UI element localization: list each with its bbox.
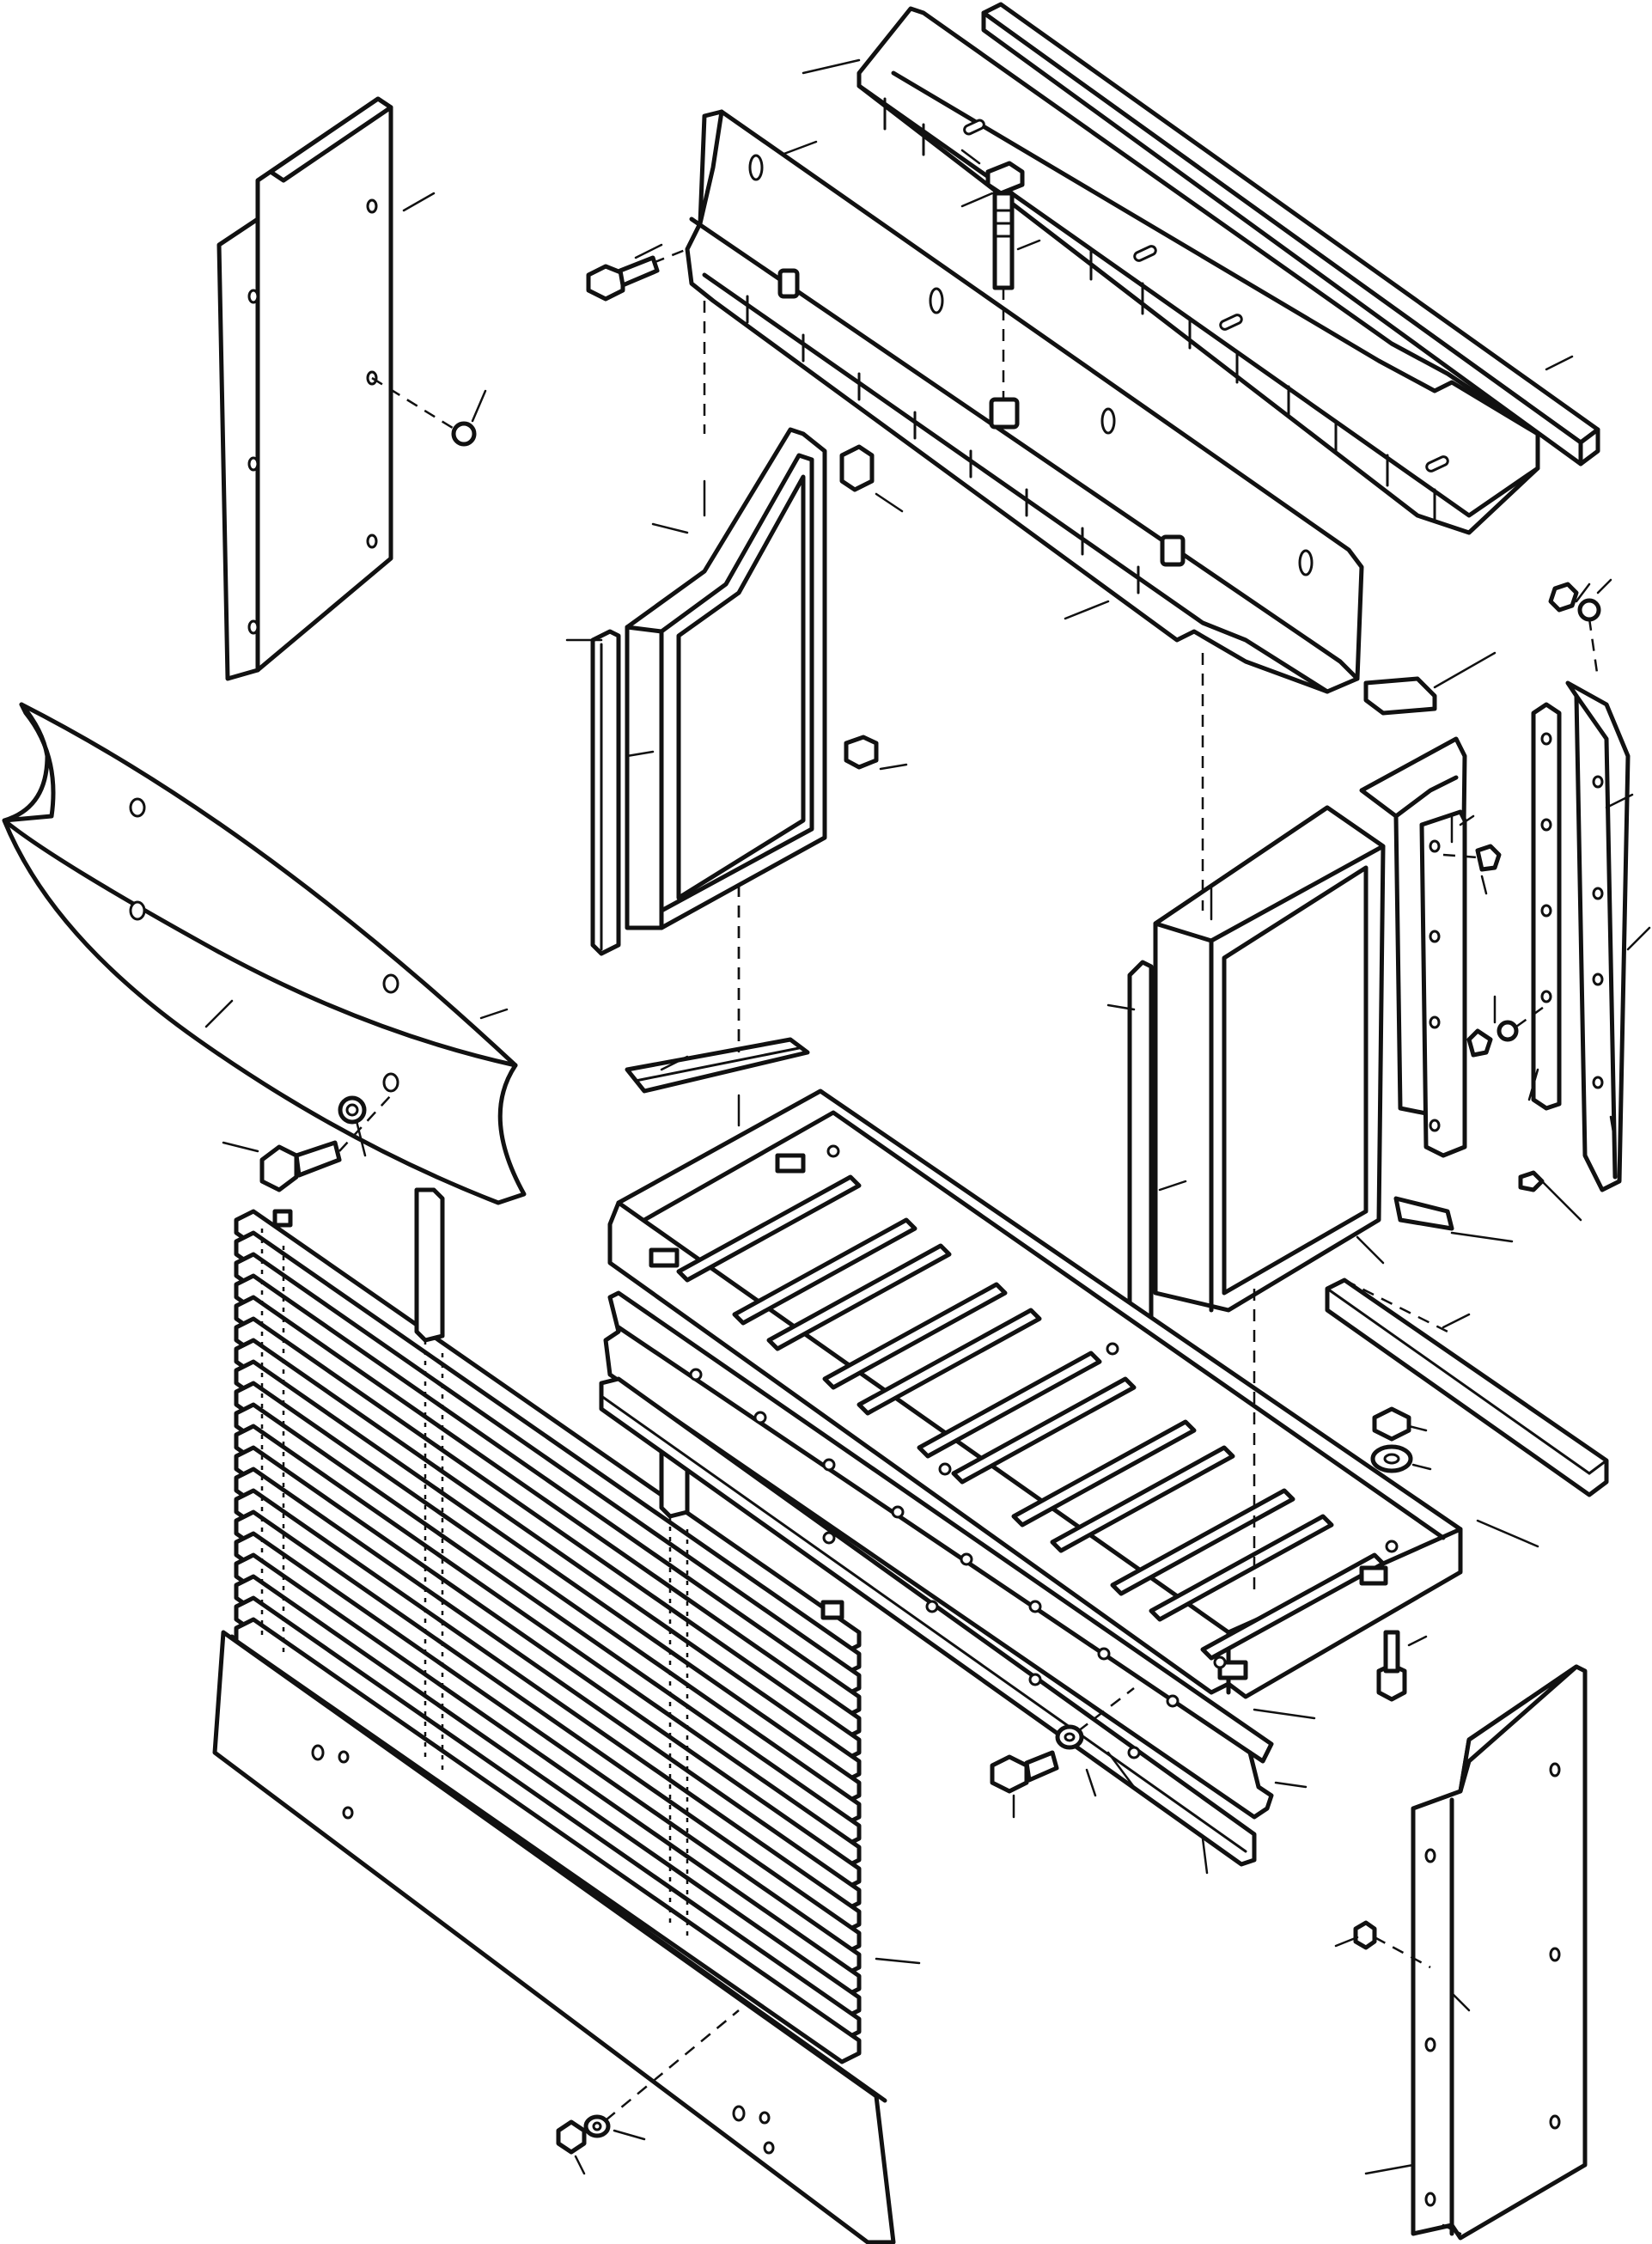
right-side-brackets (1359, 578, 1651, 1192)
left-inner-frame (625, 427, 827, 930)
pad-lower (844, 735, 908, 771)
alignment-lines (703, 301, 1448, 1333)
top-rear-bar (981, 2, 1600, 466)
bottom-front-rail (599, 1290, 1308, 1875)
hardware-front (990, 1687, 1135, 1819)
top-cover-plate (2, 702, 527, 1205)
top-rear-channel (802, 6, 1540, 535)
pad-upper (839, 444, 904, 513)
pad-right (1363, 651, 1497, 716)
core-box (1106, 805, 1386, 1338)
hardware-right (1370, 1170, 1582, 1702)
hardware-bottom-left (556, 2009, 740, 2175)
top-front-channel (685, 109, 1364, 694)
bolt-top-left (586, 243, 688, 302)
right-side-panel-bottom (1334, 1664, 1588, 2241)
left-side-panel-top (216, 96, 487, 681)
louver-grille (212, 1187, 921, 2244)
left-vertical-strip (565, 629, 621, 956)
stud-bolt (960, 149, 1041, 430)
bottom-tray (607, 885, 1463, 1720)
